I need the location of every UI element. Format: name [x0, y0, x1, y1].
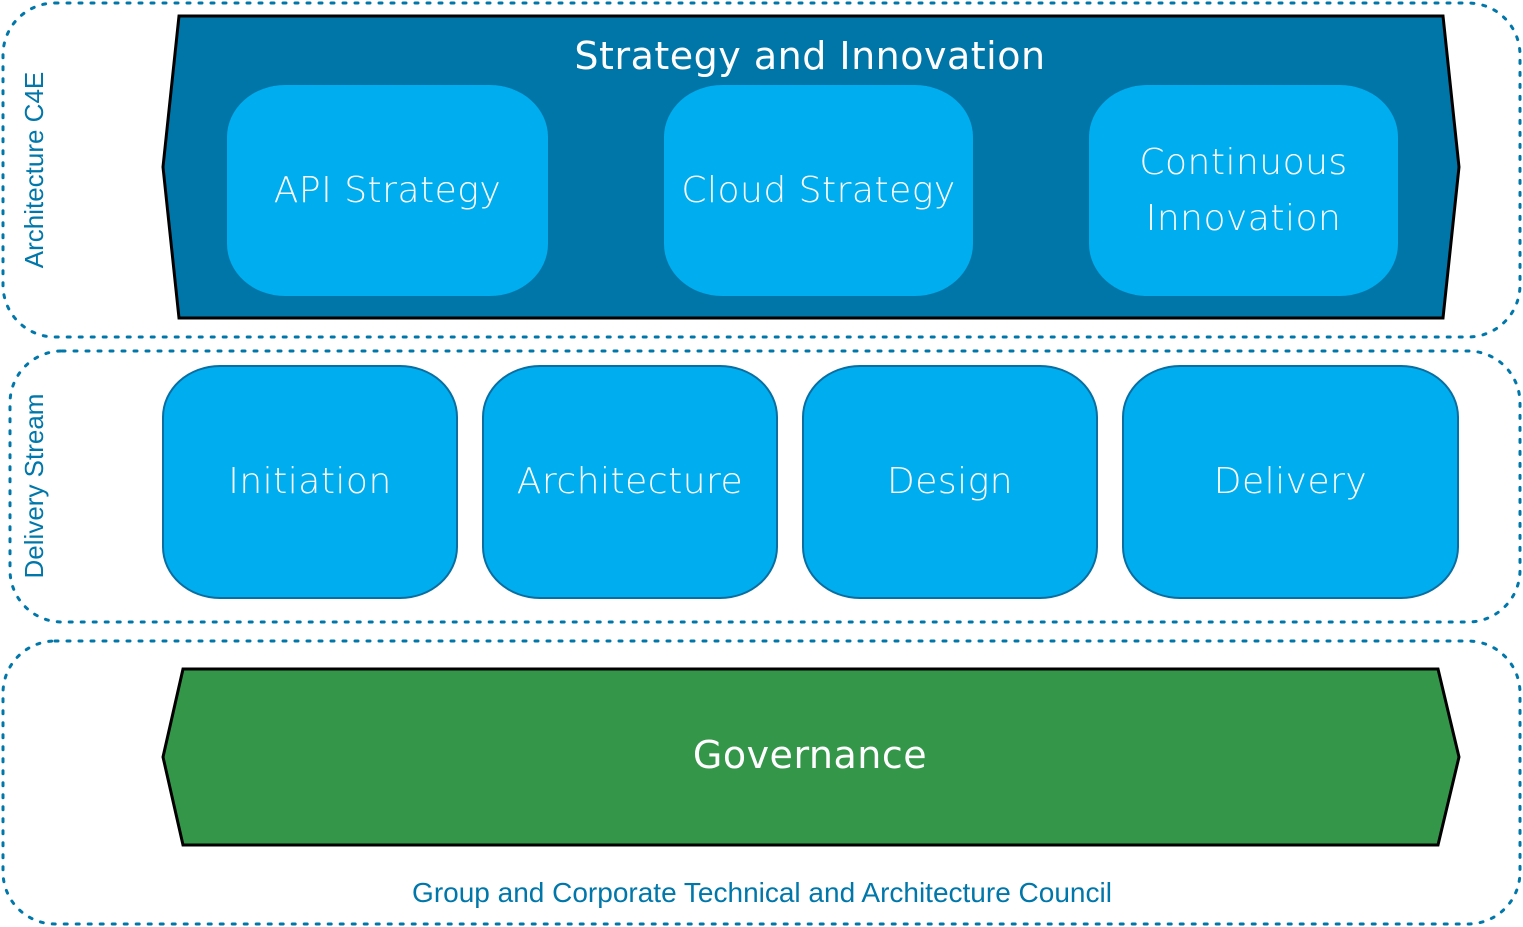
- lane-council: [1, 639, 1522, 926]
- governance-band-title: Governance: [692, 733, 928, 777]
- lane-label-council: Group and Corporate Technical and Archit…: [412, 877, 1112, 908]
- tile-continuous-innovation[interactable]: Continuous Innovation: [1089, 85, 1398, 296]
- tile-initiation[interactable]: Initiation: [162, 365, 458, 599]
- tile-architecture[interactable]: Architecture: [482, 365, 778, 599]
- tile-api-strategy[interactable]: API Strategy: [227, 85, 548, 296]
- tile-design[interactable]: Design: [802, 365, 1098, 599]
- lane-delivery-stream: [8, 349, 1522, 624]
- lane-architecture-c4e: [1, 1, 1522, 339]
- tile-delivery[interactable]: Delivery: [1122, 365, 1459, 599]
- lane-label-delivery-stream: Delivery Stream: [19, 393, 49, 579]
- tile-cloud-strategy[interactable]: Cloud Strategy: [664, 85, 973, 296]
- governance-band-shape: [161, 667, 1461, 847]
- lane-label-architecture-c4e: Architecture C4E: [19, 71, 49, 269]
- strategy-band-title: Strategy and Innovation: [574, 34, 1046, 78]
